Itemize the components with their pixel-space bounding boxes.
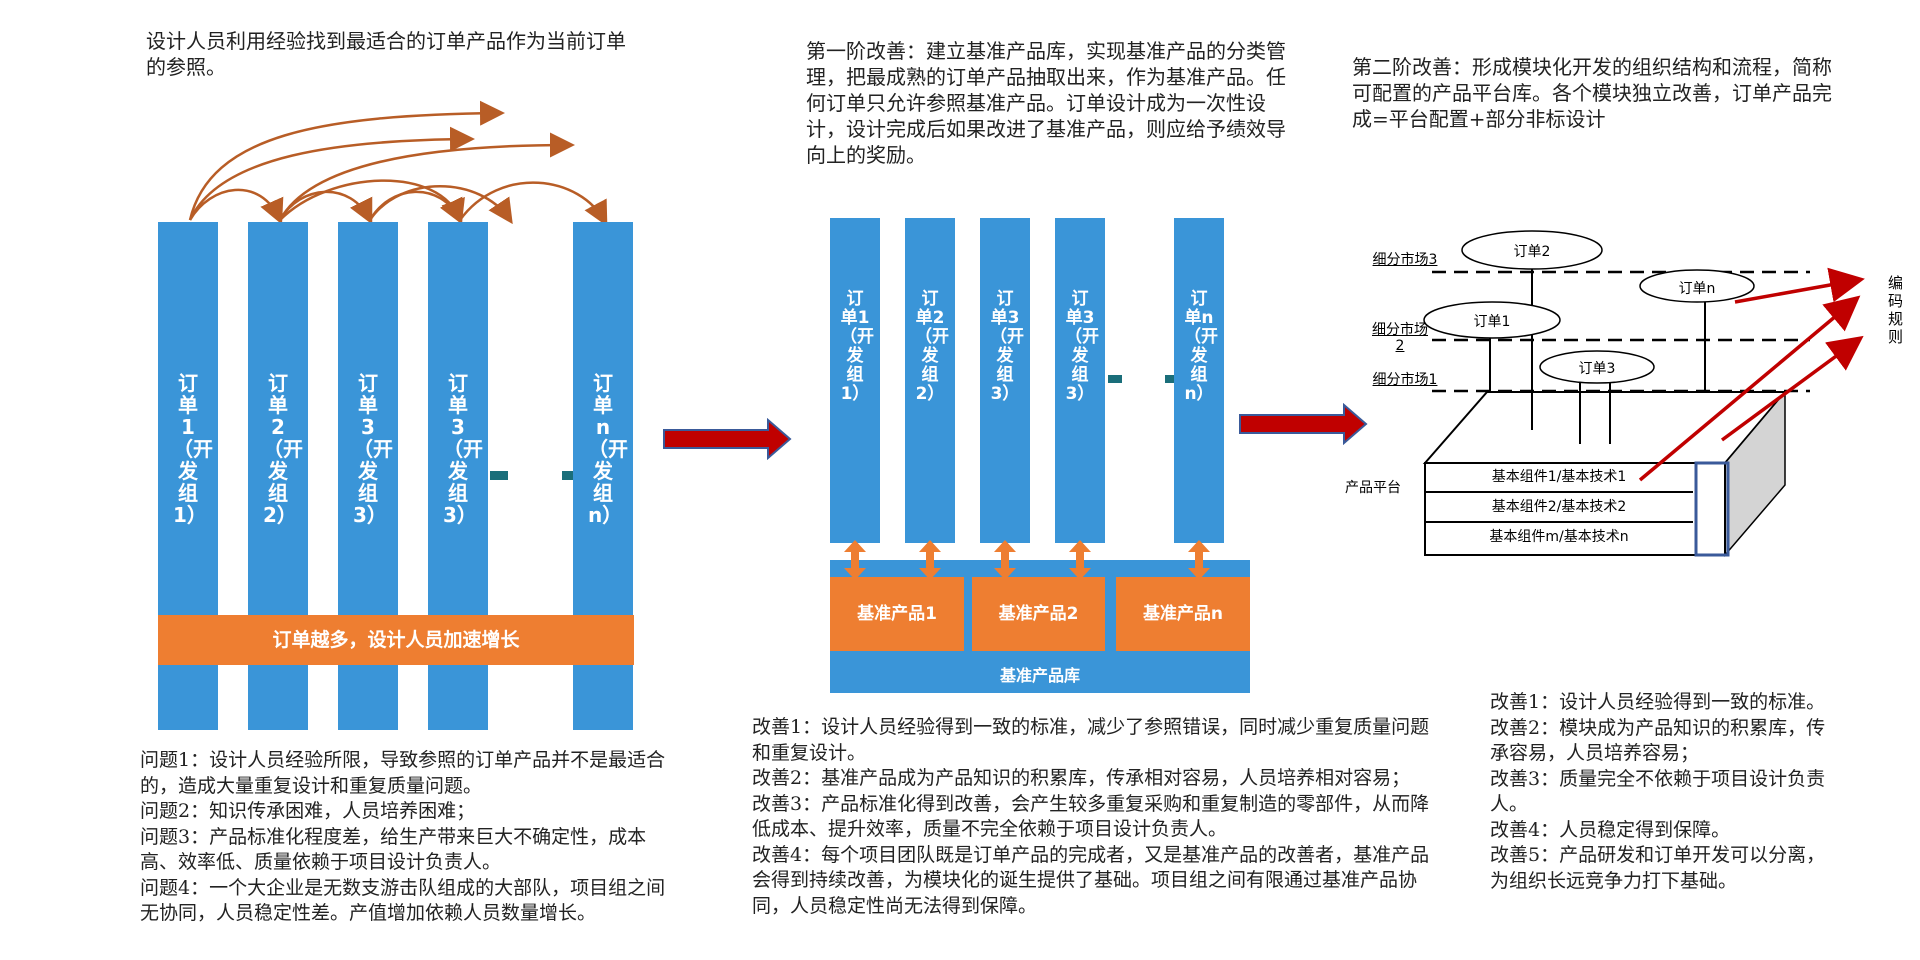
problem-1: 问题1：设计人员经验所限，导致参照的订单产品并不是最适合的，造成大量重复设计和重… bbox=[140, 749, 666, 797]
growth-banner: 订单越多，设计人员加速增长 bbox=[158, 615, 634, 665]
right-improvement-3: 改善3：质量完全不依赖于项目设计负责人。 bbox=[1490, 767, 1826, 816]
market-1-label: 细分市场1 bbox=[1372, 372, 1438, 388]
order-2-label: 订单2 bbox=[1513, 244, 1551, 260]
mid-order-bar-label: 订单1（开发组1） bbox=[840, 289, 874, 404]
order-bar-label: 订单1（开发组1） bbox=[173, 371, 213, 527]
order-bar-label: 订单n（开发组n） bbox=[588, 371, 628, 527]
mid-improvement-2: 改善2：基准产品成为产品知识的积累库，传承相对容易，人员培养相对容易； bbox=[752, 767, 1411, 789]
problem-4: 问题4：一个大企业是无数支游击队组成的大部队，项目组之间无协同，人员稳定性差。产… bbox=[140, 876, 666, 925]
order-bar-label: 订单2（开发组2） bbox=[263, 371, 303, 527]
middle-caption: 第一阶改善：建立基准产品库，实现基准产品的分类管理，把最成熟的订单产品抽取出来，… bbox=[806, 39, 1286, 167]
order-n-label: 订单n bbox=[1678, 281, 1716, 297]
component-table: 基本组件1/基本技术1 基本组件2/基本技术2 基本组件m/基本技术n bbox=[1425, 463, 1725, 555]
mid-order-bar-label: 订单3（开发组3） bbox=[1065, 289, 1099, 404]
stage-arrow-2 bbox=[1239, 403, 1368, 445]
mid-order-bar-3 bbox=[980, 218, 1030, 543]
left-caption: 设计人员利用经验找到最适合的订单产品作为当前订单的参照。 bbox=[146, 29, 626, 79]
mid-improvement-3: 改善3：产品标准化得到改善，会产生较多重复采购和重复制造的零部件，从而降低成本、… bbox=[752, 792, 1430, 841]
platform-label: 产品平台 bbox=[1345, 480, 1401, 496]
order-1-label: 订单1 bbox=[1473, 314, 1511, 330]
right-improvement-1: 改善1：设计人员经验得到一致的标准。 bbox=[1490, 691, 1826, 713]
mid-order-bar-4 bbox=[1055, 218, 1105, 543]
market-3-label: 细分市场3 bbox=[1372, 252, 1438, 268]
mid-improvement-1: 改善1：设计人员经验得到一致的标准，减少了参照错误，同时减少重复质量问题和重复设… bbox=[752, 716, 1430, 764]
ellipsis-dash bbox=[490, 471, 508, 480]
coding-rule-label: 编码规则 bbox=[1888, 274, 1904, 346]
right-improvements: 改善1：设计人员经验得到一致的标准。 改善2：模块成为产品知识的积累库，传承容易… bbox=[1490, 690, 1835, 894]
right-improvement-5: 改善5：产品研发和订单开发可以分离，为组织长远竞争力打下基础。 bbox=[1490, 844, 1826, 892]
mid-order-bar-n bbox=[1174, 218, 1224, 543]
order-3-label: 订单3 bbox=[1578, 361, 1616, 377]
left-problems: 问题1：设计人员经验所限，导致参照的订单产品并不是最适合的，造成大量重复设计和重… bbox=[140, 748, 670, 927]
mid-order-bar-2 bbox=[905, 218, 955, 543]
base-product-2: 基准产品2 bbox=[972, 577, 1105, 651]
middle-improvements: 改善1：设计人员经验得到一致的标准，减少了参照错误，同时减少重复质量问题和重复设… bbox=[752, 715, 1442, 919]
right-caption: 第二阶改善：形成模块化开发的组织结构和流程，简称可配置的产品平台库。各个模块独立… bbox=[1352, 55, 1832, 131]
ellipsis-dash bbox=[562, 471, 573, 480]
base-library-label: 基准产品库 bbox=[999, 666, 1080, 685]
mid-order-bar-1 bbox=[830, 218, 880, 543]
mid-order-bar-label: 订单3（开发组3） bbox=[990, 289, 1024, 404]
component-row-1: 基本组件1/基本技术1 bbox=[1425, 463, 1693, 493]
right-improvement-4: 改善4：人员稳定得到保障。 bbox=[1490, 818, 1731, 841]
platform-diagram bbox=[1422, 230, 1865, 558]
problem-2: 问题2：知识传承困难，人员培养困难； bbox=[140, 800, 476, 822]
right-improvement-2: 改善2：模块成为产品知识的积累库，传承容易，人员培养容易； bbox=[1490, 716, 1826, 765]
base-product-n: 基准产品n bbox=[1116, 577, 1250, 651]
component-row-m: 基本组件m/基本技术n bbox=[1489, 529, 1629, 545]
ellipsis-dash bbox=[1165, 375, 1174, 383]
mid-order-bar-label: 订单n（开发组n） bbox=[1184, 289, 1218, 404]
ellipsis-dash bbox=[1108, 375, 1122, 383]
problem-3: 问题3：产品标准化程度差，给生产带来巨大不确定性，成本高、效率低、质量依赖于项目… bbox=[140, 825, 647, 874]
base-product-1: 基准产品1 bbox=[830, 577, 964, 651]
market-2-label: 细分市场2 bbox=[1372, 322, 1428, 354]
order-bar-label: 订单3（开发组3） bbox=[353, 371, 393, 527]
reference-arrows bbox=[188, 100, 608, 227]
stage-arrow-1 bbox=[663, 418, 792, 460]
bidirectional-arrows bbox=[844, 540, 1210, 580]
component-row-2: 基本组件2/基本技术2 bbox=[1425, 493, 1693, 523]
mid-order-bar-label: 订单2（开发组2） bbox=[915, 289, 949, 404]
mid-improvement-4: 改善4：每个项目团队既是订单产品的完成者，又是基准产品的改善者，基准产品会得到持… bbox=[752, 843, 1430, 917]
order-bar-label: 订单3（开发组3） bbox=[443, 371, 483, 527]
